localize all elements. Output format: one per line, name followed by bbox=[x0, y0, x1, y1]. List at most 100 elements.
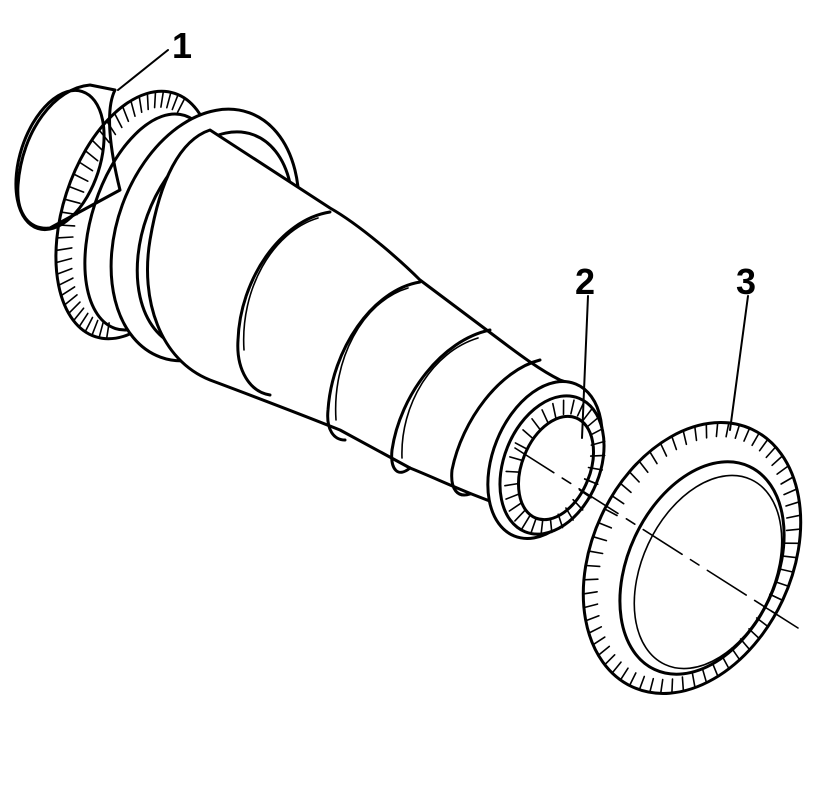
ring-tooth bbox=[774, 580, 790, 588]
ring-tooth bbox=[611, 494, 625, 505]
shaft-step-ring-3 bbox=[390, 328, 492, 474]
ring-inner-chamfer bbox=[633, 474, 783, 670]
shaft-gear-tooth bbox=[67, 185, 85, 193]
bearing-needle bbox=[508, 456, 525, 462]
callout-3-label: 3 bbox=[736, 261, 756, 302]
shaft-pilot-face bbox=[14, 88, 106, 232]
shaft-gear-tooth bbox=[72, 173, 89, 182]
ring-tooth bbox=[611, 661, 622, 674]
bearing-needle bbox=[570, 399, 575, 415]
shaft-gear-tooth bbox=[56, 267, 73, 276]
ring-tooth bbox=[743, 427, 751, 442]
bearing-needle bbox=[572, 498, 584, 511]
bearing-needle bbox=[505, 493, 520, 500]
ring-tooth bbox=[681, 676, 685, 692]
ring-tooth bbox=[628, 672, 637, 687]
ring-tooth bbox=[619, 667, 629, 681]
ring-tooth bbox=[780, 476, 795, 485]
ring-tooth bbox=[583, 603, 599, 609]
bearing-needle bbox=[505, 470, 522, 474]
bearing-needle bbox=[583, 478, 599, 486]
shaft-gear-tooth bbox=[98, 321, 104, 339]
shaft-gear-tooth bbox=[91, 139, 105, 152]
ring-tooth bbox=[751, 432, 760, 447]
shaft-gear-tooth bbox=[60, 211, 78, 216]
shaft-gear-tooth bbox=[146, 92, 149, 111]
shaft-step-ring-1b bbox=[242, 217, 319, 351]
ring-tooth bbox=[592, 535, 608, 542]
ring-tooth bbox=[785, 500, 801, 507]
shaft-gear-tooth bbox=[130, 100, 136, 117]
ring-tooth bbox=[582, 590, 598, 595]
bearing-needle bbox=[587, 466, 604, 471]
ring-tooth bbox=[725, 422, 730, 438]
shaft-gear-tooth bbox=[176, 97, 186, 114]
bearing-needle bbox=[590, 440, 606, 446]
ring-tooth bbox=[584, 564, 601, 568]
ring-tooth bbox=[671, 678, 674, 694]
callout-1-leader bbox=[117, 49, 169, 91]
ring-tooth bbox=[778, 568, 795, 573]
shaft-gear-tooth bbox=[166, 91, 172, 109]
bearing-needle bbox=[578, 489, 592, 499]
shaft-step-ring-1 bbox=[236, 210, 332, 397]
ring-tooth bbox=[682, 429, 688, 446]
shaft-gear-tooth bbox=[105, 120, 117, 136]
ring-tooth bbox=[701, 668, 708, 684]
ring-tooth bbox=[619, 482, 632, 494]
ring-tooth bbox=[771, 455, 784, 467]
ring-tooth bbox=[597, 645, 611, 657]
shaft-gear-tooth bbox=[121, 105, 130, 123]
bearing-needle bbox=[589, 454, 606, 457]
shaft-gear-tooth bbox=[63, 294, 78, 306]
callout-2-leader bbox=[581, 295, 589, 439]
ring-tooth bbox=[587, 625, 603, 634]
ring-tooth bbox=[670, 435, 678, 451]
bearing-needle bbox=[522, 429, 535, 440]
shaft-gear-tooth bbox=[63, 198, 81, 205]
ring-tooth bbox=[691, 672, 696, 689]
bearing-needle bbox=[589, 427, 604, 437]
ring-tooth bbox=[758, 438, 769, 452]
shaft-gear-tooth bbox=[78, 312, 89, 328]
bearing-needle bbox=[582, 408, 593, 422]
needle-bearing bbox=[498, 394, 606, 536]
ring-tooth bbox=[587, 550, 604, 555]
ring-tooth bbox=[583, 578, 599, 581]
shaft-gear-tooth bbox=[57, 277, 74, 287]
ring-tooth bbox=[782, 555, 798, 559]
shaft-gear-tooth bbox=[60, 286, 76, 297]
ring-tooth bbox=[584, 614, 600, 622]
callout-1-label: 1 bbox=[172, 25, 192, 66]
ring-tooth bbox=[734, 423, 741, 440]
bearing-needle bbox=[514, 509, 526, 522]
ring-tooth bbox=[603, 508, 618, 517]
ring-tooth bbox=[715, 421, 719, 438]
ring-teeth bbox=[582, 421, 802, 695]
shaft-step-ring-2 bbox=[326, 280, 422, 442]
shaft-gear-tooth bbox=[113, 112, 123, 129]
shaft-gear-tooth bbox=[98, 129, 110, 144]
shaft-pilot-end bbox=[16, 83, 122, 230]
bearing-needle bbox=[531, 417, 542, 431]
shaft-step-ring-4 bbox=[450, 358, 542, 497]
ring-tooth bbox=[628, 470, 640, 483]
shaft-step-ring-2b bbox=[334, 287, 409, 421]
bearing-needle bbox=[551, 402, 557, 419]
ring-tooth bbox=[783, 488, 798, 496]
shaft-gear-teeth bbox=[55, 90, 186, 340]
callout-2-label: 2 bbox=[575, 261, 595, 302]
shaft-gear-tooth bbox=[153, 90, 157, 109]
callout-2: 2 bbox=[575, 261, 595, 439]
ring-tooth bbox=[648, 450, 658, 465]
shaft-gear-tooth bbox=[67, 301, 81, 315]
ring-tooth bbox=[659, 678, 664, 695]
shaft-gear-tooth bbox=[56, 236, 74, 239]
shaft-gear-tooth bbox=[55, 247, 73, 252]
ring-tooth bbox=[693, 425, 698, 442]
bearing-needle bbox=[586, 416, 599, 428]
bearing-needle bbox=[521, 515, 531, 530]
ring-tooth bbox=[711, 662, 719, 678]
